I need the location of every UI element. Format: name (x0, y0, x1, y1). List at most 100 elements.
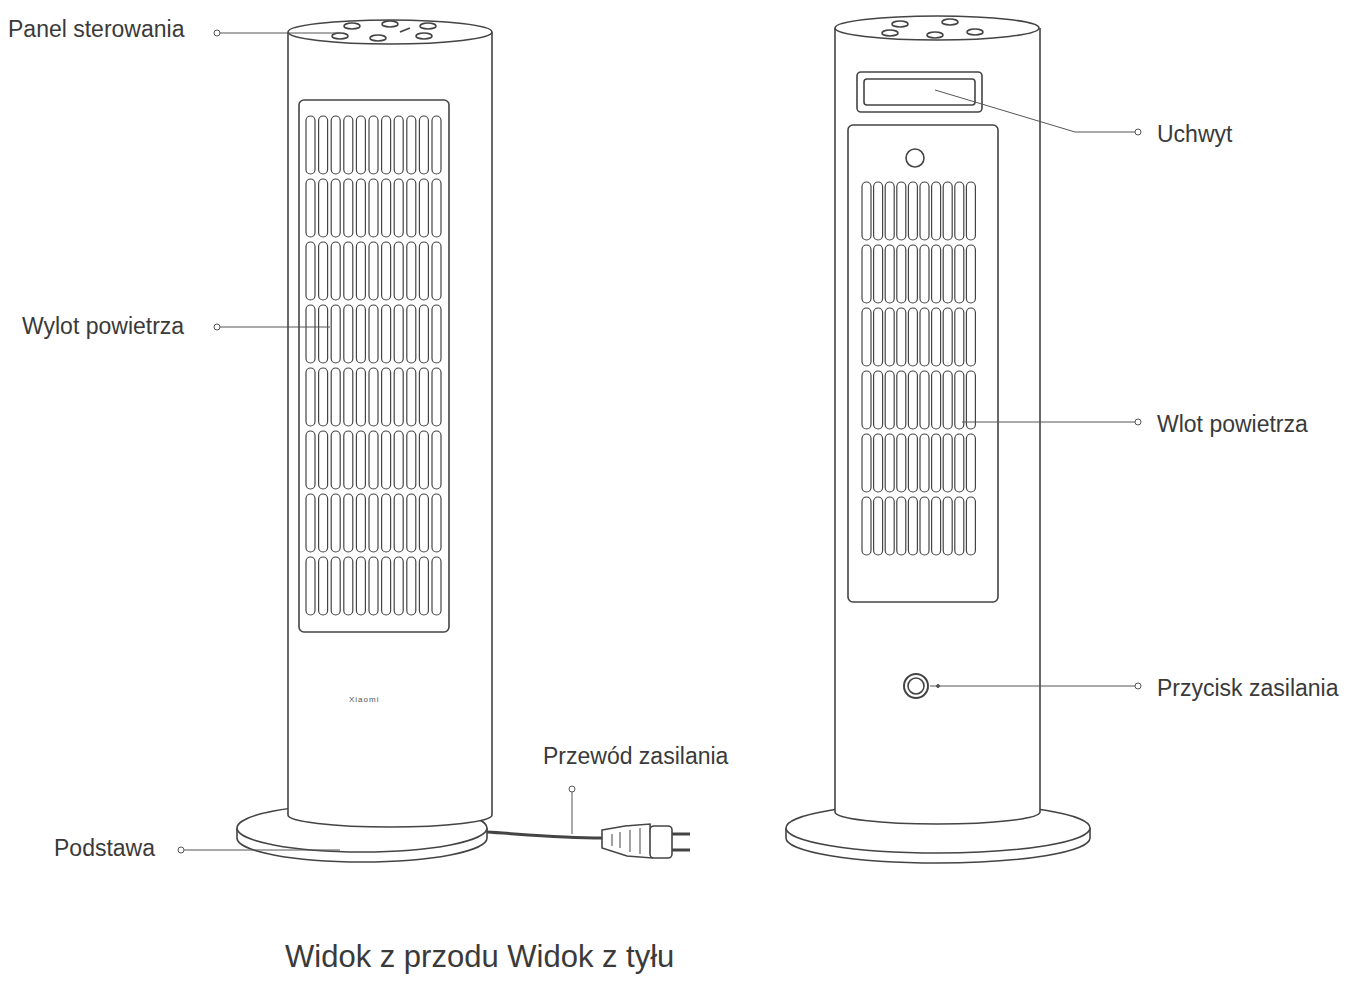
grille-slot (369, 494, 378, 552)
grille-slot (369, 116, 378, 174)
grille-slot (920, 182, 929, 240)
grille-slot (943, 497, 952, 555)
grille-slot (932, 245, 941, 303)
grille-slot (897, 434, 906, 492)
grille-slot (874, 497, 883, 555)
grille-slot (344, 116, 353, 174)
grille-slot (394, 494, 403, 552)
grille-slot (432, 557, 441, 615)
grille-slot (943, 308, 952, 366)
grille-slot (394, 179, 403, 237)
grille-slot (955, 245, 964, 303)
caption: Widok z przodu Widok z tyłu (285, 940, 674, 974)
grille-slot (897, 182, 906, 240)
grille-slot (382, 557, 391, 615)
grille-slot (862, 308, 871, 366)
grille-slot (407, 557, 416, 615)
grille-slot (897, 308, 906, 366)
grille-slot (382, 116, 391, 174)
grille-slot (407, 242, 416, 300)
grille-slot (955, 182, 964, 240)
grille-slot (394, 242, 403, 300)
front-body (288, 20, 492, 827)
grille-slot (874, 308, 883, 366)
grille-slot (943, 245, 952, 303)
grille-slot (369, 431, 378, 489)
grille-slot (306, 431, 315, 489)
grille-slot (885, 434, 894, 492)
grille-slot (319, 179, 328, 237)
grille-slot (908, 371, 917, 429)
grille-slot (874, 245, 883, 303)
brand-logo: Xiaomi (349, 696, 379, 705)
grille-slot (344, 368, 353, 426)
grille-slot (382, 305, 391, 363)
grille-slot (319, 494, 328, 552)
grille-slot (382, 494, 391, 552)
grille-slot (966, 497, 975, 555)
grille-slot (319, 305, 328, 363)
grille-slot (885, 497, 894, 555)
back-body (835, 16, 1040, 824)
grille-slot (432, 494, 441, 552)
grille-slot (356, 557, 365, 615)
grille-slot (306, 116, 315, 174)
grille-slot (874, 434, 883, 492)
grille-slot (908, 245, 917, 303)
grille-slot (432, 116, 441, 174)
grille-slot (432, 368, 441, 426)
part-label: Uchwyt (1157, 122, 1232, 147)
grille-slot (920, 308, 929, 366)
grille-slot (955, 497, 964, 555)
grille-slot (356, 368, 365, 426)
grille-slot (908, 182, 917, 240)
grille-slot (862, 371, 871, 429)
grille-slot (356, 116, 365, 174)
grille-slot (885, 308, 894, 366)
grille-slot (920, 371, 929, 429)
grille-slot (885, 245, 894, 303)
grille-slot (331, 494, 340, 552)
grille-slot (407, 305, 416, 363)
part-label: Panel sterowania (8, 17, 184, 42)
grille-slot (344, 557, 353, 615)
grille-slot (319, 557, 328, 615)
grille-slot (966, 371, 975, 429)
grille-slot (419, 242, 428, 300)
grille-slot (862, 434, 871, 492)
grille-slot (966, 434, 975, 492)
grille-slot (897, 497, 906, 555)
grille-slot (932, 182, 941, 240)
part-label: Wlot powietrza (1157, 412, 1308, 437)
grille-slot (932, 434, 941, 492)
grille-slot (966, 182, 975, 240)
grille-slot (344, 242, 353, 300)
grille-slot (369, 305, 378, 363)
grille-slot (331, 242, 340, 300)
grille-slot (306, 305, 315, 363)
grille-slot (369, 179, 378, 237)
grille-slot (394, 368, 403, 426)
grille-slot (943, 371, 952, 429)
grille-slot (394, 431, 403, 489)
grille-slot (356, 305, 365, 363)
grille-slot (394, 557, 403, 615)
grille-slot (874, 371, 883, 429)
grille-slot (885, 182, 894, 240)
grille-slot (319, 116, 328, 174)
grille-slot (908, 308, 917, 366)
grille-slot (394, 305, 403, 363)
grille-slot (306, 368, 315, 426)
grille-slot (369, 368, 378, 426)
grille-slot (874, 182, 883, 240)
grille-slot (955, 434, 964, 492)
grille-slot (419, 179, 428, 237)
grille-slot (419, 557, 428, 615)
grille-slot (356, 494, 365, 552)
grille-slot (419, 368, 428, 426)
grille-slot (908, 497, 917, 555)
grille-slot (319, 242, 328, 300)
grille-slot (432, 305, 441, 363)
part-label: Wylot powietrza (22, 314, 184, 339)
